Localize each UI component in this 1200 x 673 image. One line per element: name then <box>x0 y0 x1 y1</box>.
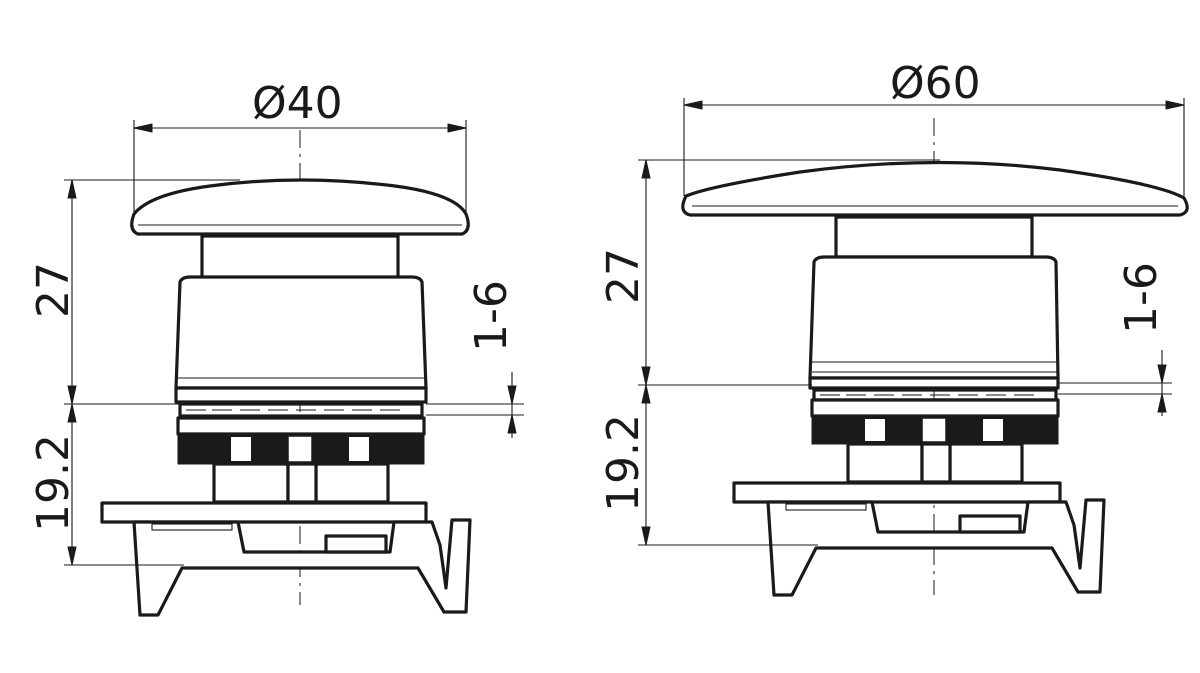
right-collar <box>808 376 1060 390</box>
left-mushroom-cap <box>130 178 470 236</box>
right-panel-label: 1-6 <box>1116 262 1167 334</box>
right-mounting-plate <box>732 481 1062 504</box>
right-housing <box>808 255 1060 380</box>
right-stem <box>834 215 1034 259</box>
left-housing <box>174 275 428 390</box>
left-mushroom-button: Ø40 27 19.2 1-6 <box>28 78 524 617</box>
left-height-label: 27 <box>28 262 79 318</box>
left-contact-tab <box>324 534 388 554</box>
left-lower-height-label: 19.2 <box>28 434 79 532</box>
right-contact-tab <box>958 514 1022 534</box>
left-diameter-label: Ø40 <box>252 78 343 129</box>
right-mushroom-cap <box>681 160 1189 217</box>
left-mounting-plate <box>100 501 428 524</box>
left-nut-top <box>176 416 426 436</box>
right-adapter-post-b <box>948 442 1024 484</box>
right-mushroom-button: Ø60 27 19.2 1-6 <box>598 58 1189 597</box>
right-height-label: 27 <box>598 248 649 304</box>
left-stem <box>200 234 400 280</box>
left-adapter-post-b <box>314 462 390 504</box>
right-diameter-label: Ø60 <box>890 58 981 109</box>
left-contact-block <box>132 518 472 617</box>
left-collar <box>174 386 428 404</box>
right-contact-block <box>766 498 1106 597</box>
left-panel-label: 1-6 <box>466 280 517 352</box>
right-adapter-post-a <box>846 442 924 484</box>
right-nut-top <box>810 398 1060 418</box>
left-adapter-post-a <box>212 462 290 504</box>
right-lower-height-label: 19.2 <box>598 414 649 512</box>
left-panel-ring <box>178 402 424 418</box>
